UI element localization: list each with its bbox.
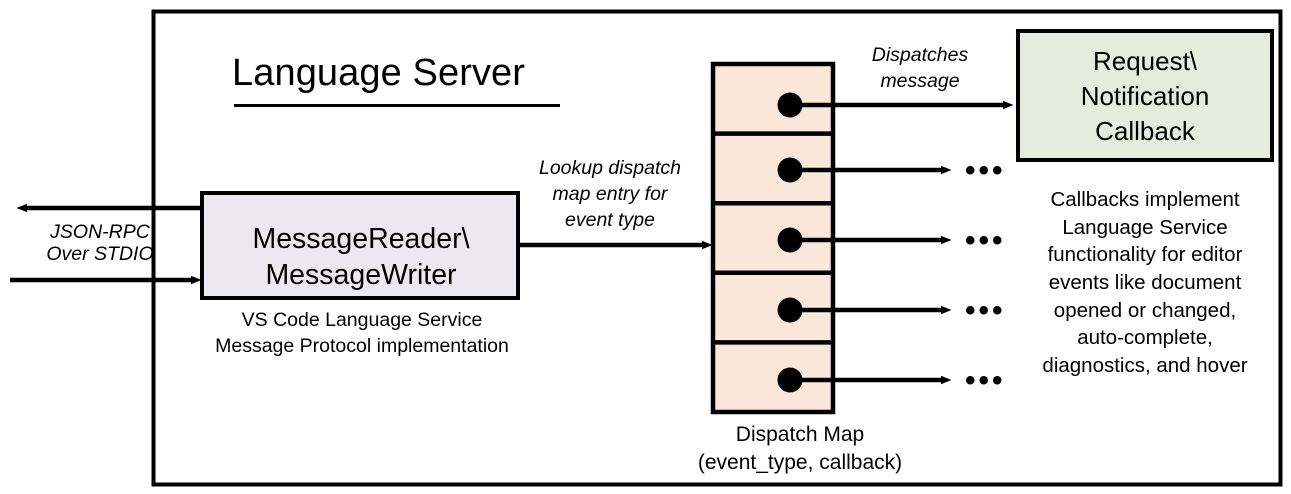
dispatches-message-arrow-label: Dispatches message [871,44,969,93]
dispatch-map-row-5-ellipsis: ••• [965,364,1006,397]
request-notification-callback-label: Request\ Notification Callback [1080,46,1210,146]
lookup-dispatch-arrow-label: Lookup dispatch map entry for event type [538,157,682,232]
language-server-boundary [151,9,1283,487]
dispatch-map-row-2-ellipsis: ••• [965,154,1006,187]
dispatch-map-row-2-dot [777,157,803,183]
dispatch-map-row-5-dot [777,367,803,393]
dispatch-map-row-4-dot [777,297,803,323]
dispatch-map-row-4-ellipsis: ••• [965,294,1006,327]
dispatch-map-row-1-link [777,92,1014,118]
message-reader-writer-label: MessageReader\ MessageWriter [252,223,470,292]
dispatch-map-row-3-link [777,227,952,253]
dispatch-map-row-2-link [777,157,952,183]
request-notification-callback-caption: Callbacks implement Language Service fun… [1042,188,1248,378]
json-rpc-channel-label: JSON-RPC Over STDIO [46,221,154,265]
dispatch-map-row-3-dot [777,227,803,253]
dispatch-map-row-4-link [777,297,952,323]
dispatch-map-caption: Dispatch Map (event_type, callback) [697,423,903,475]
dispatch-map-row-1-dot [777,92,803,118]
dispatch-map-row-5-link [777,367,952,393]
dispatch-map-row-3-ellipsis: ••• [965,224,1006,257]
page-title: Language Server [232,52,526,94]
page-title-underline [234,104,560,107]
message-reader-writer-box [200,191,520,300]
request-notification-callback-box [1016,29,1274,162]
message-reader-writer-caption: VS Code Language Service Message Protoco… [215,309,509,357]
